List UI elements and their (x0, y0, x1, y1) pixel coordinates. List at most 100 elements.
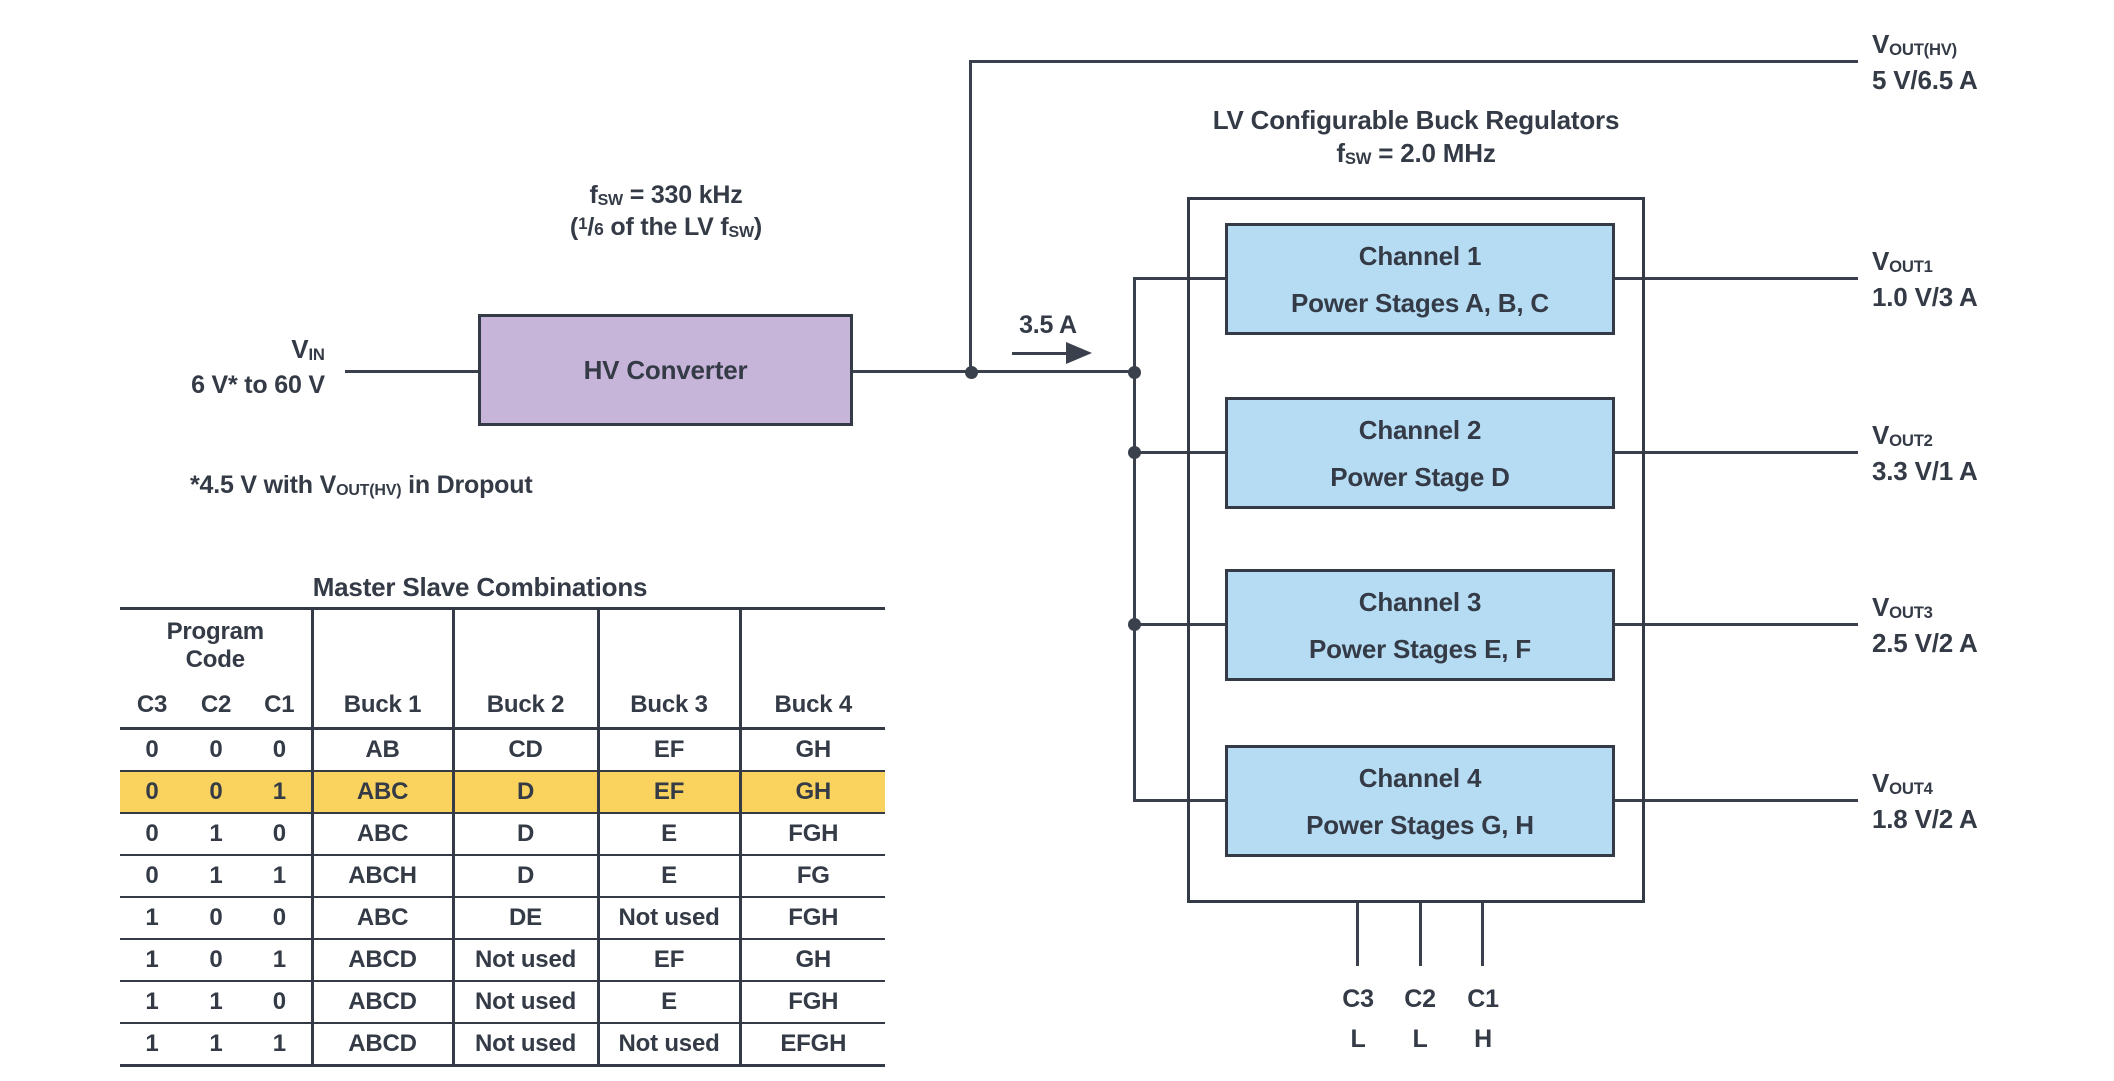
vout2-name: VOUT2 (1872, 420, 1933, 451)
channel2-output-wire (1613, 451, 1858, 454)
table-cell: ABCH (310, 855, 454, 898)
vout4-name: VOUT4 (1872, 768, 1933, 799)
table-cell: 1 (248, 1023, 313, 1067)
current-arrow-shaft (1012, 352, 1068, 355)
channel3-input-wire (1133, 623, 1227, 626)
table-cell: 1 (120, 1023, 184, 1067)
col-header-c3: C3 (120, 682, 184, 730)
table-cell: FGH (738, 981, 886, 1024)
table-cell: GH (738, 771, 886, 814)
vin-label: VIN (291, 334, 325, 365)
table-row: 1 0 0 ABC DE Not used FGH (120, 897, 886, 940)
vout-hv-rating: 5 V/6.5 A (1872, 65, 1978, 95)
channel-stages: Power Stages G, H (1306, 810, 1534, 840)
table-cell: D (451, 855, 599, 898)
channel-stages: Power Stages E, F (1308, 634, 1531, 664)
pin-c1-state: H (1474, 1025, 1492, 1053)
table-cell: D (451, 771, 599, 814)
table-cell: DE (451, 897, 599, 940)
junction-dot (1128, 618, 1141, 631)
table-row: 0 1 1 ABCH D E FG (120, 855, 886, 898)
pin-c2-label: C2 (1404, 985, 1436, 1013)
table-cell: 1 (184, 855, 248, 898)
channel4-block: Channel 4 Power Stages G, H (1225, 745, 1615, 857)
col-header-c1: C1 (248, 682, 313, 730)
vout4-label: VOUT4 1.8 V/2 A (1872, 767, 1978, 836)
hv-fsw-note-line2: (1/6 of the LV fSW) (569, 213, 763, 242)
table-cell: 0 (120, 771, 184, 814)
channel-name: Channel 3 (1358, 587, 1482, 617)
table-cell: EF (596, 939, 741, 982)
table-cell: ABC (310, 897, 454, 940)
table-cell: EF (596, 728, 741, 772)
col-header-buck3: Buck 3 (596, 682, 741, 730)
channel1-output-wire (1613, 277, 1858, 280)
table-cell: 0 (248, 981, 313, 1024)
hv-main-output-wire (851, 370, 1137, 373)
table-cell: 1 (120, 897, 184, 940)
table-cell: 0 (184, 771, 248, 814)
master-slave-table: Program Code C3 C2 C1 Buck 1 Buck 2 Buck… (120, 607, 886, 1067)
pin-c3-label: C3 (1342, 985, 1374, 1013)
header-spacer (310, 608, 454, 682)
vout3-name: VOUT3 (1872, 592, 1933, 623)
table-cell: 1 (184, 1023, 248, 1067)
table-cell: 0 (248, 813, 313, 856)
lv-title-line2: fSW = 2.0 MHz (1336, 138, 1496, 169)
channel2-block: Channel 2 Power Stage D (1225, 397, 1615, 509)
vout2-rating: 3.3 V/1 A (1872, 456, 1978, 486)
table-cell: 1 (248, 771, 313, 814)
table-cell: 0 (120, 855, 184, 898)
table-cell: 0 (184, 897, 248, 940)
table-cell: 1 (184, 981, 248, 1024)
pin-c3-stub-wire (1356, 900, 1359, 966)
header-spacer (451, 608, 599, 682)
hv-output-top-wire (969, 60, 1858, 63)
table-cell: CD (451, 728, 599, 772)
vout1-rating: 1.0 V/3 A (1872, 282, 1978, 312)
table-cell: EF (596, 771, 741, 814)
table-cell: Not used (596, 897, 741, 940)
channel2-input-wire (1133, 451, 1227, 454)
table-cell: E (596, 813, 741, 856)
pin-c2-stub-wire (1419, 900, 1422, 966)
col-header-buck1: Buck 1 (310, 682, 454, 730)
junction-dot (1128, 366, 1141, 379)
pin-c3-state: L (1350, 1025, 1366, 1053)
table-cell: ABC (310, 771, 454, 814)
table-cell: 0 (184, 728, 248, 772)
table-header-row: C3 C2 C1 Buck 1 Buck 2 Buck 3 Buck 4 (120, 682, 886, 730)
table-cell: FGH (738, 897, 886, 940)
table-row: 1 0 1 ABCD Not used EF GH (120, 939, 886, 982)
table-row-highlighted: 0 0 1 ABC D EF GH (120, 771, 886, 814)
table-row: 1 1 1 ABCD Not used Not used EFGH (120, 1023, 886, 1067)
table-cell: 1 (184, 813, 248, 856)
channel-stages: Power Stage D (1330, 462, 1510, 492)
table-cell: FGH (738, 813, 886, 856)
table-cell: Not used (451, 1023, 599, 1067)
table-header-group-row: Program Code (120, 608, 886, 682)
table-cell: Not used (451, 939, 599, 982)
table-cell: FG (738, 855, 886, 898)
hv-fsw-note-line1: fSW = 330 kHz (589, 181, 743, 210)
table-cell: 0 (120, 728, 184, 772)
hv-fsw-note: fSW = 330 kHz (1/6 of the LV fSW) (516, 181, 816, 245)
program-code-header: Program Code (166, 618, 264, 673)
header-spacer (596, 608, 741, 682)
table-cell: ABCD (310, 1023, 454, 1067)
table-cell: ABCD (310, 939, 454, 982)
table-cell: 0 (184, 939, 248, 982)
lv-regulators-enclosure (1187, 197, 1645, 903)
table-row: 0 1 0 ABC D E FGH (120, 813, 886, 856)
channel-name: Channel 1 (1358, 241, 1482, 271)
channel3-block: Channel 3 Power Stages E, F (1225, 569, 1615, 681)
lv-title-line1: LV Configurable Buck Regulators (1212, 105, 1620, 135)
table-cell: Not used (596, 1023, 741, 1067)
hv-converter-block: HV Converter (478, 314, 853, 426)
table-row: 1 1 0 ABCD Not used E FGH (120, 981, 886, 1024)
vout-hv-name: VOUT(HV) (1872, 29, 1958, 60)
vout2-label: VOUT2 3.3 V/1 A (1872, 419, 1978, 488)
lv-bus-wire (1133, 277, 1136, 802)
table-cell: Not used (451, 981, 599, 1024)
